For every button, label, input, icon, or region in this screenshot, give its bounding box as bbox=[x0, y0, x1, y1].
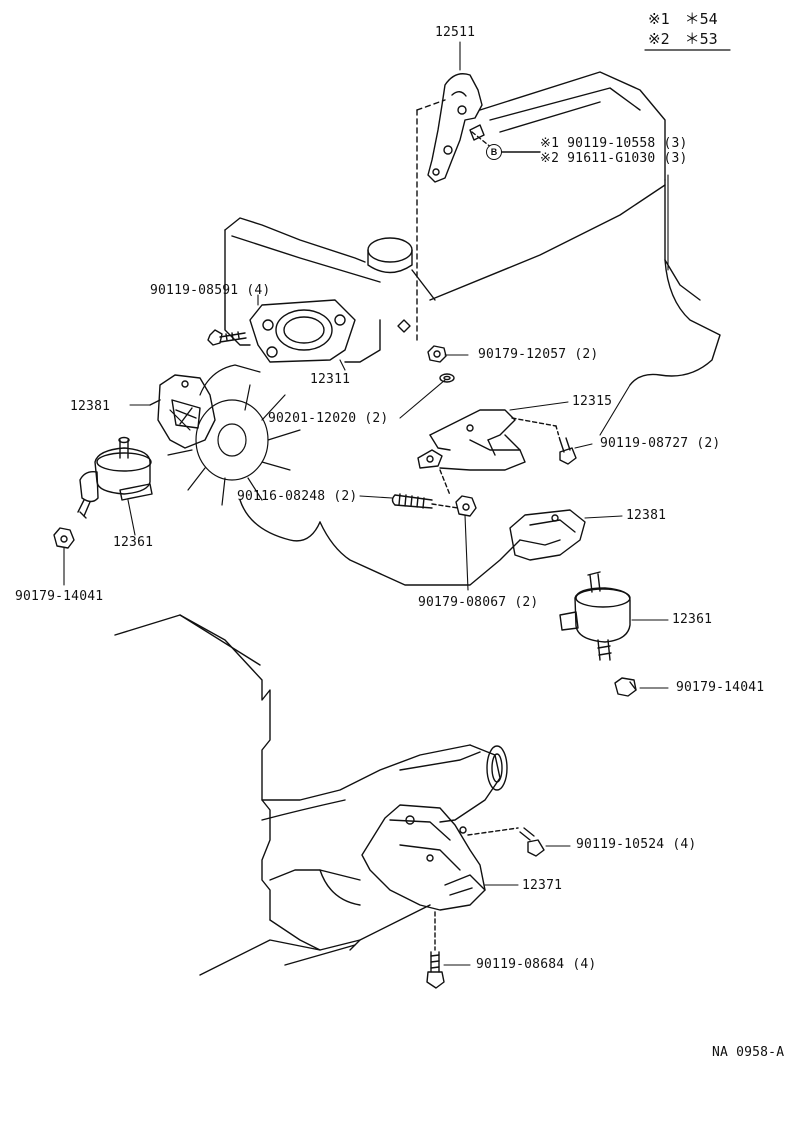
insulator-12361-right bbox=[559, 571, 631, 661]
part-label-90119-10524: 90119-10524 (4) bbox=[576, 837, 697, 852]
part-label-12361-left: 12361 bbox=[113, 535, 154, 550]
alignment-line bbox=[467, 827, 519, 836]
part-label-90116-08248: 90116-08248 (2) bbox=[237, 489, 358, 504]
engine-block bbox=[224, 71, 721, 586]
stay-12315 bbox=[417, 409, 526, 471]
mount-bracket-12381-left bbox=[149, 374, 216, 449]
bolt-90119-10524 bbox=[519, 827, 545, 857]
nut-90179-14041-left bbox=[53, 527, 75, 549]
alignment-line bbox=[439, 469, 451, 496]
bolt-90119-08727 bbox=[555, 425, 577, 465]
diagram-code: NA 0958-A bbox=[712, 1045, 785, 1060]
part-label-12381-left: 12381 bbox=[70, 399, 111, 414]
engine-hanger-12511 bbox=[427, 73, 485, 183]
legend-value-2: ＊53 bbox=[684, 30, 718, 48]
part-label-90119-08684: 90119-08684 (4) bbox=[476, 957, 597, 972]
mount-bracket-12381-right bbox=[509, 509, 586, 561]
rear-mount-12371 bbox=[361, 804, 486, 911]
alignment-line bbox=[431, 503, 459, 509]
part-label-90179-14041-left: 90179-14041 bbox=[15, 589, 104, 604]
nut-90179-14041-right bbox=[614, 677, 637, 697]
washer-90201-12020 bbox=[439, 373, 455, 383]
part-label-90119-08591: 90119-08591 (4) bbox=[150, 283, 271, 298]
nut-90179-12057 bbox=[427, 345, 447, 363]
legend-value-1: ＊54 bbox=[684, 10, 718, 28]
cooling-fan bbox=[167, 364, 301, 506]
part-label-90119-10558: ※1 90119-10558 (3) bbox=[540, 136, 688, 151]
alignment-line bbox=[416, 99, 446, 111]
bolt-90119-08591 bbox=[207, 329, 247, 346]
leader-lines bbox=[63, 41, 669, 966]
part-label-91611-g1030: ※2 91611-G1030 (3) bbox=[540, 151, 688, 166]
insulator-12361-left bbox=[77, 436, 153, 519]
part-label-12311: 12311 bbox=[310, 372, 351, 387]
gasket-12311 bbox=[249, 299, 356, 363]
part-label-90119-08727: 90119-08727 (2) bbox=[600, 436, 721, 451]
nut-90179-08067 bbox=[455, 495, 477, 517]
circle-b-marker: B bbox=[486, 144, 502, 160]
alignment-line bbox=[511, 417, 557, 427]
part-label-12361-right: 12361 bbox=[672, 612, 713, 627]
part-label-90179-08067: 90179-08067 (2) bbox=[418, 595, 539, 610]
legend-row-1: ※1 ＊54 bbox=[648, 12, 718, 27]
part-label-90179-12057: 90179-12057 (2) bbox=[478, 347, 599, 362]
bolt-90119-08684 bbox=[426, 951, 445, 989]
transmission-case bbox=[114, 614, 508, 976]
part-label-90179-14041-right: 90179-14041 bbox=[676, 680, 765, 695]
part-label-90201-12020: 90201-12020 (2) bbox=[268, 411, 389, 426]
part-label-12371: 12371 bbox=[522, 878, 563, 893]
legend-mark-2: ※2 bbox=[648, 30, 670, 48]
stud-bolt-90116-08248 bbox=[391, 493, 433, 509]
part-label-12511: 12511 bbox=[435, 25, 476, 40]
legend-mark-1: ※1 bbox=[648, 10, 670, 28]
part-label-12315: 12315 bbox=[572, 394, 613, 409]
part-label-12381-right: 12381 bbox=[626, 508, 667, 523]
legend-row-2: ※2 ＊53 bbox=[648, 32, 718, 47]
